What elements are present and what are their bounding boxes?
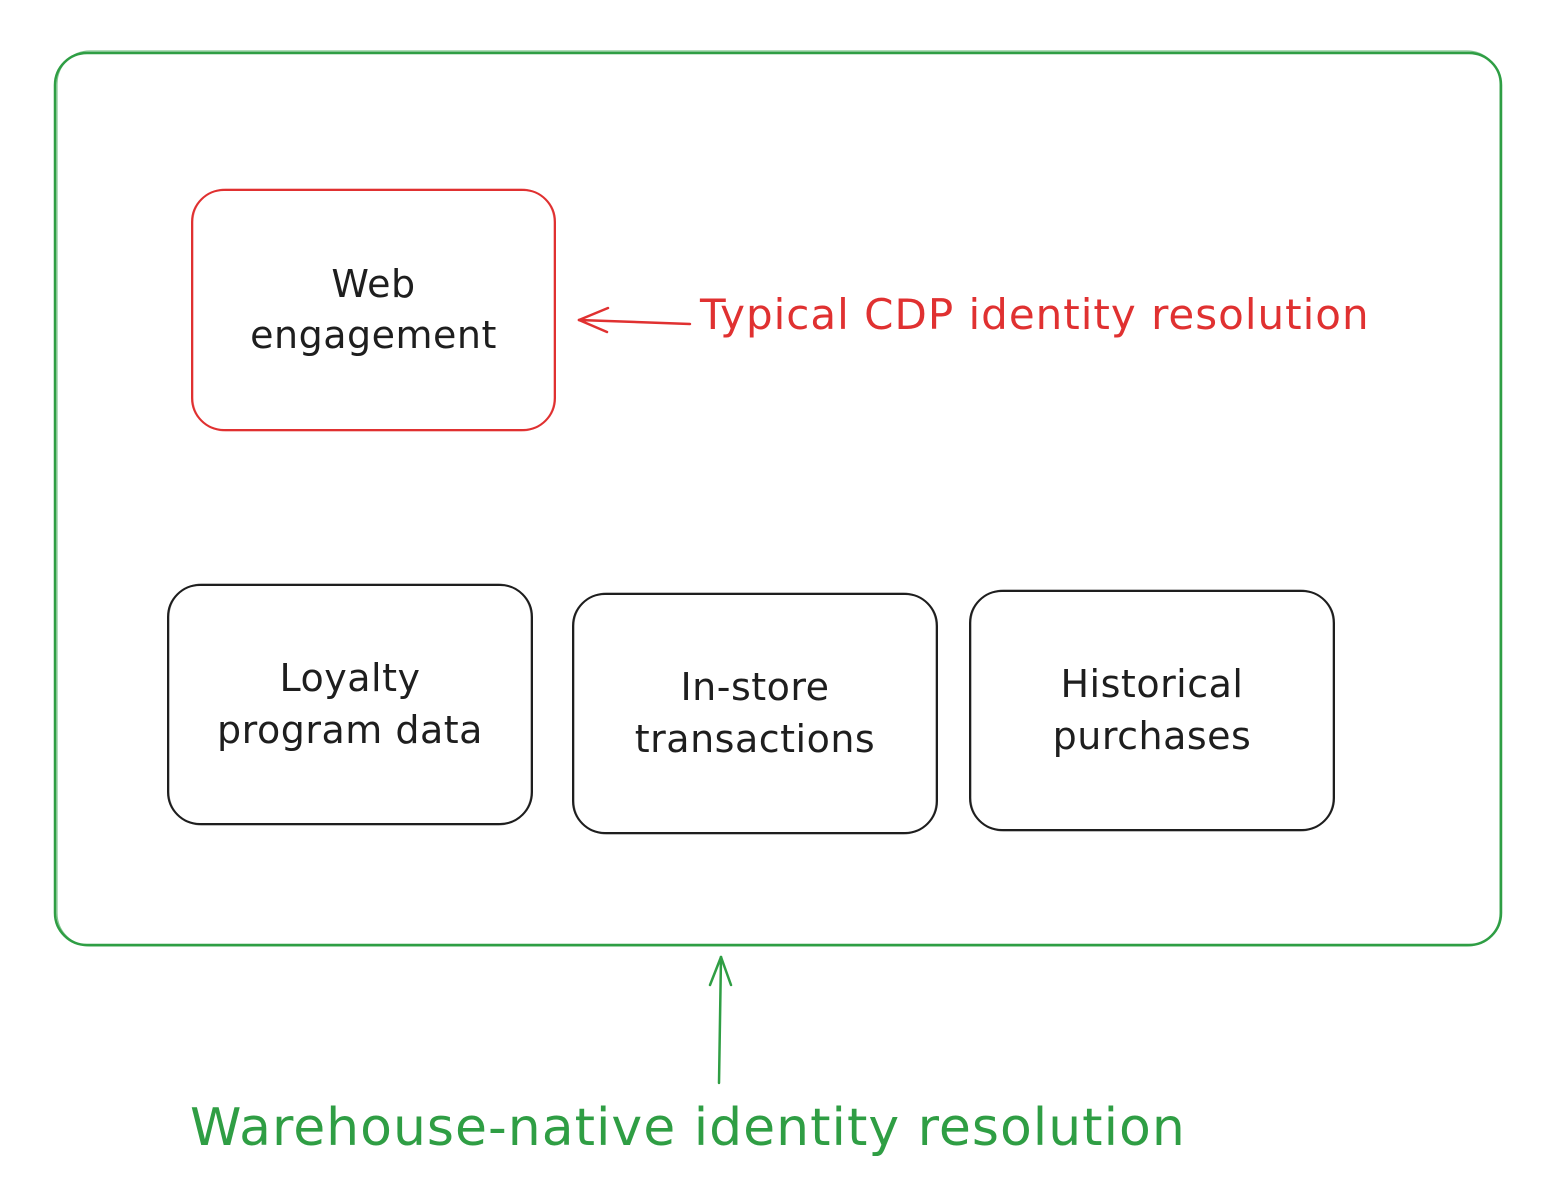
- loyalty-box: [167, 584, 533, 825]
- warehouse-container-sketch: [56, 50, 1501, 947]
- cdp-identity-label: Typical CDP identity resolution: [700, 290, 1370, 339]
- in-store-label: In-store transactions: [634, 665, 876, 761]
- in-store-box-sketch: [573, 592, 937, 835]
- warehouse-identity-label: Warehouse-native identity resolution: [190, 1098, 1186, 1158]
- historical-box: [969, 590, 1335, 831]
- web-engagement-box: [191, 189, 556, 431]
- historical-box-sketch: [970, 589, 1334, 832]
- web-engagement-box-sketch: [192, 188, 555, 432]
- historical-label: Historical purchases: [1052, 662, 1252, 758]
- cdp-arrow: [577, 306, 692, 334]
- loyalty-label: Loyalty program data: [217, 656, 483, 752]
- warehouse-arrow: [708, 955, 733, 1085]
- loyalty-box-sketch: [168, 583, 532, 826]
- warehouse-container: [53, 51, 1503, 947]
- web-engagement-label: Web engagement: [250, 261, 497, 357]
- in-store-box: [572, 593, 938, 834]
